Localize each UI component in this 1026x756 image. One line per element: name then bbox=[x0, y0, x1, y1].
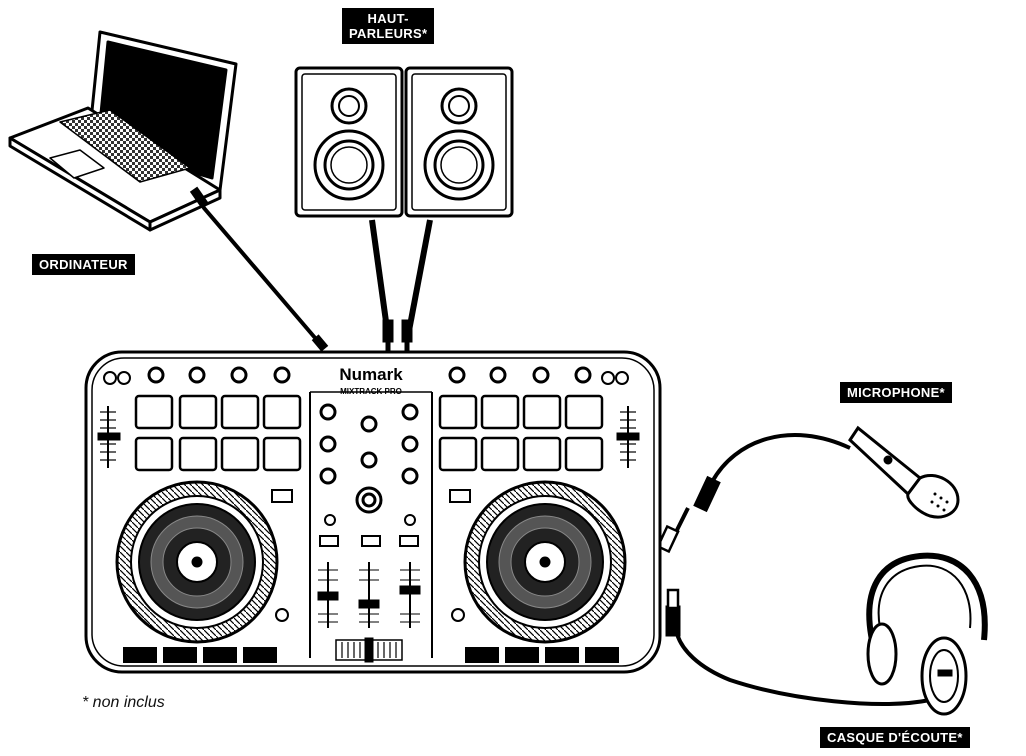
pitch-sliders bbox=[97, 406, 640, 468]
left-drum-pads bbox=[134, 394, 302, 472]
mixer-knobs bbox=[319, 403, 419, 514]
headphones-label: CASQUE D'ÉCOUTE* bbox=[820, 727, 970, 748]
crossfader bbox=[335, 637, 403, 663]
headphone-cable bbox=[665, 588, 931, 706]
laptop-illustration bbox=[8, 30, 238, 232]
right-drum-pads bbox=[438, 394, 604, 472]
controller-brand: Numark bbox=[339, 365, 403, 384]
usb-cable bbox=[189, 186, 329, 352]
speaker-cables bbox=[369, 219, 433, 351]
right-speaker bbox=[404, 66, 514, 218]
controller-buttons bbox=[123, 489, 619, 663]
left-jog-wheel bbox=[115, 480, 279, 644]
footnote: * non inclus bbox=[82, 694, 165, 711]
top-left-buttons bbox=[103, 371, 629, 385]
left-deck-knobs bbox=[147, 366, 291, 384]
speakers-label-line2: PARLEURS* bbox=[349, 26, 428, 41]
channel-faders bbox=[317, 562, 421, 628]
right-deck-knobs bbox=[448, 366, 592, 384]
left-speaker bbox=[294, 66, 404, 218]
microphone-cable bbox=[656, 433, 851, 554]
computer-label: ORDINATEUR bbox=[32, 254, 135, 275]
microphone-illustration bbox=[848, 425, 960, 519]
speakers-label: HAUT- PARLEURS* bbox=[342, 8, 435, 44]
controller-model: MIXTRACK PRO bbox=[340, 387, 402, 396]
microphone-label: MICROPHONE* bbox=[840, 382, 952, 403]
right-jog-wheel bbox=[463, 480, 627, 644]
speakers-label-line1: HAUT- bbox=[367, 11, 409, 26]
headphones-illustration bbox=[866, 552, 988, 716]
